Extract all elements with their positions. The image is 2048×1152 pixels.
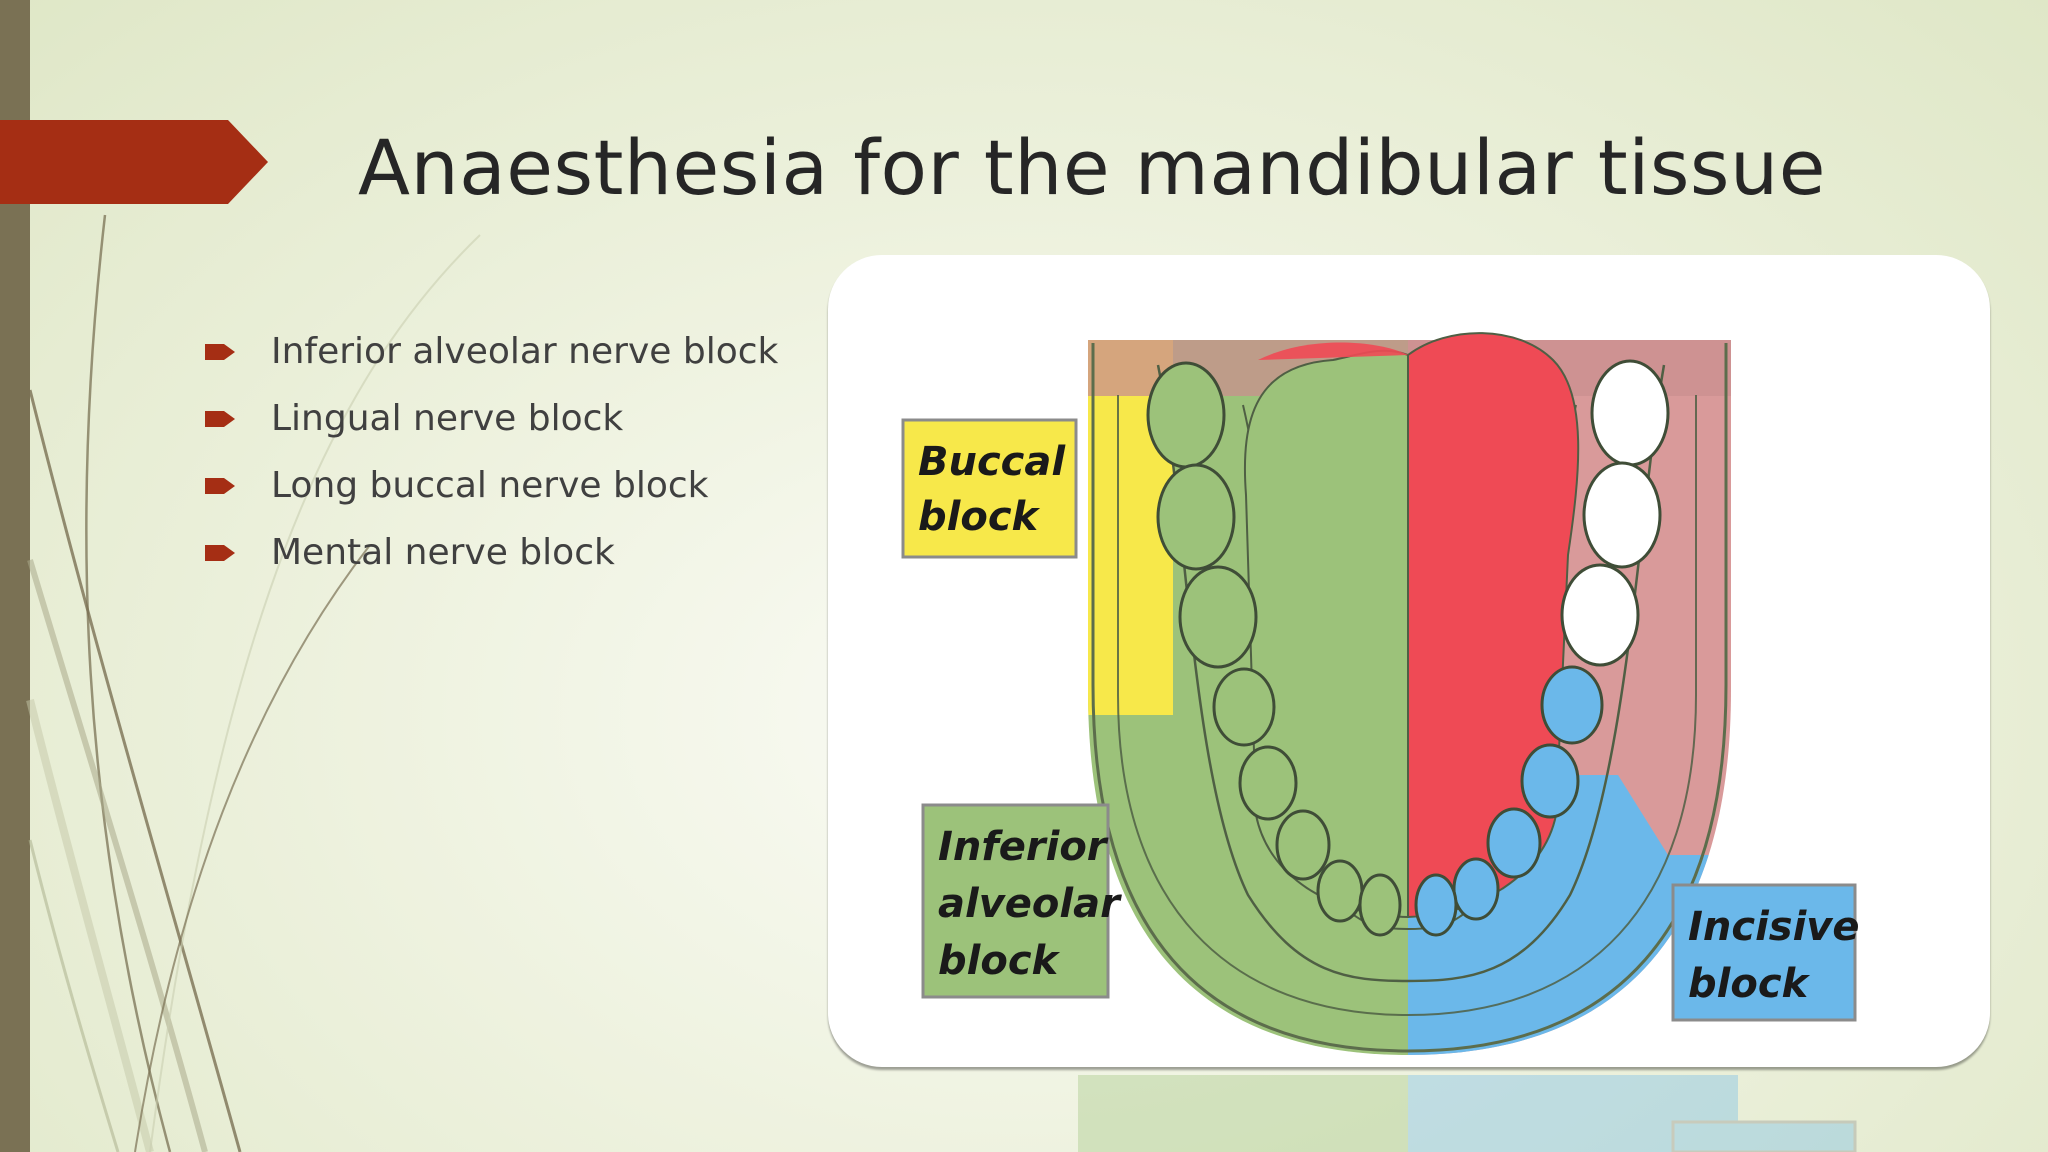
incisive-label-line2: block [1688,961,1811,1007]
tooth-molar [1178,565,1258,669]
bullet-text: Long buccal nerve block [271,465,709,506]
right-teeth [1414,359,1670,937]
tooth-canine [1275,809,1331,881]
title-accent-tab [0,120,268,204]
bullet-list: Inferior alveolar nerve block Lingual ne… [205,318,778,586]
arrow-bullet-icon [205,477,235,494]
list-item: Mental nerve block [205,519,778,586]
tooth-premolar [1238,745,1298,821]
title-accent-shape [0,120,268,204]
tooth-incisor [1358,873,1402,937]
list-item: Long buccal nerve block [205,452,778,519]
picture-reflection [828,1075,1990,1152]
buccal-label-box [901,418,1078,559]
tooth-incisor [1452,857,1500,921]
reflection-image [1078,1075,1857,1152]
bullet-text: Lingual nerve block [271,398,624,439]
inferior-alveolar-block-label: Inferior alveolar block [921,803,1122,999]
mandible-diagram-picture: Buccal block Inferior alveolar block Inc… [828,255,1990,1067]
buccal-block-label: Buccal block [901,418,1078,559]
tooth-molar [1560,563,1640,667]
list-item: Inferior alveolar nerve block [205,318,778,385]
list-item: Lingual nerve block [205,385,778,452]
mandible-diagram: Buccal block Inferior alveolar block Inc… [901,332,1860,1055]
slide-title: Anaesthesia for the mandibular tissue [358,123,1826,212]
reflection-label-box [1671,1120,1857,1152]
tooth-premolar [1212,667,1276,747]
tooth-canine [1486,807,1542,879]
jaw-outline [1091,343,1728,1053]
tooth-incisor [1414,873,1458,937]
inferior-label-line2: alveolar [938,881,1122,927]
bullet-text: Inferior alveolar nerve block [271,331,779,372]
reflection-green [1078,1075,1408,1152]
arrow-bullet-icon [205,410,235,427]
buccal-label-line1: Buccal [918,439,1066,485]
tooth-molar [1582,461,1662,569]
tongue-tip-left [1258,342,1408,360]
buccal-label-line2: block [918,494,1041,540]
arrow-bullet-icon [205,544,235,561]
reflection-blue [1408,1075,1738,1152]
tooth-incisor [1316,859,1364,923]
incisive-label-box [1671,883,1857,1022]
tooth-molar [1146,361,1226,469]
inferior-label-box [921,803,1110,999]
tooth-premolar [1540,665,1604,745]
tooth-molar [1156,463,1236,571]
incisive-label-line1: Incisive [1688,904,1860,950]
inferior-label-line1: Inferior [938,824,1109,870]
arrow-bullet-icon [205,343,235,360]
dental-arch-outer [1156,364,1666,983]
tooth-molar [1590,359,1670,467]
left-teeth [1146,361,1402,937]
inner-jaw-line [1117,395,1697,1017]
bullet-text: Mental nerve block [271,532,615,573]
incisive-block-label: Incisive block [1671,883,1860,1022]
inferior-label-line3: block [938,938,1061,984]
decorative-swooshes [26,214,481,1152]
tooth-premolar [1520,743,1580,819]
